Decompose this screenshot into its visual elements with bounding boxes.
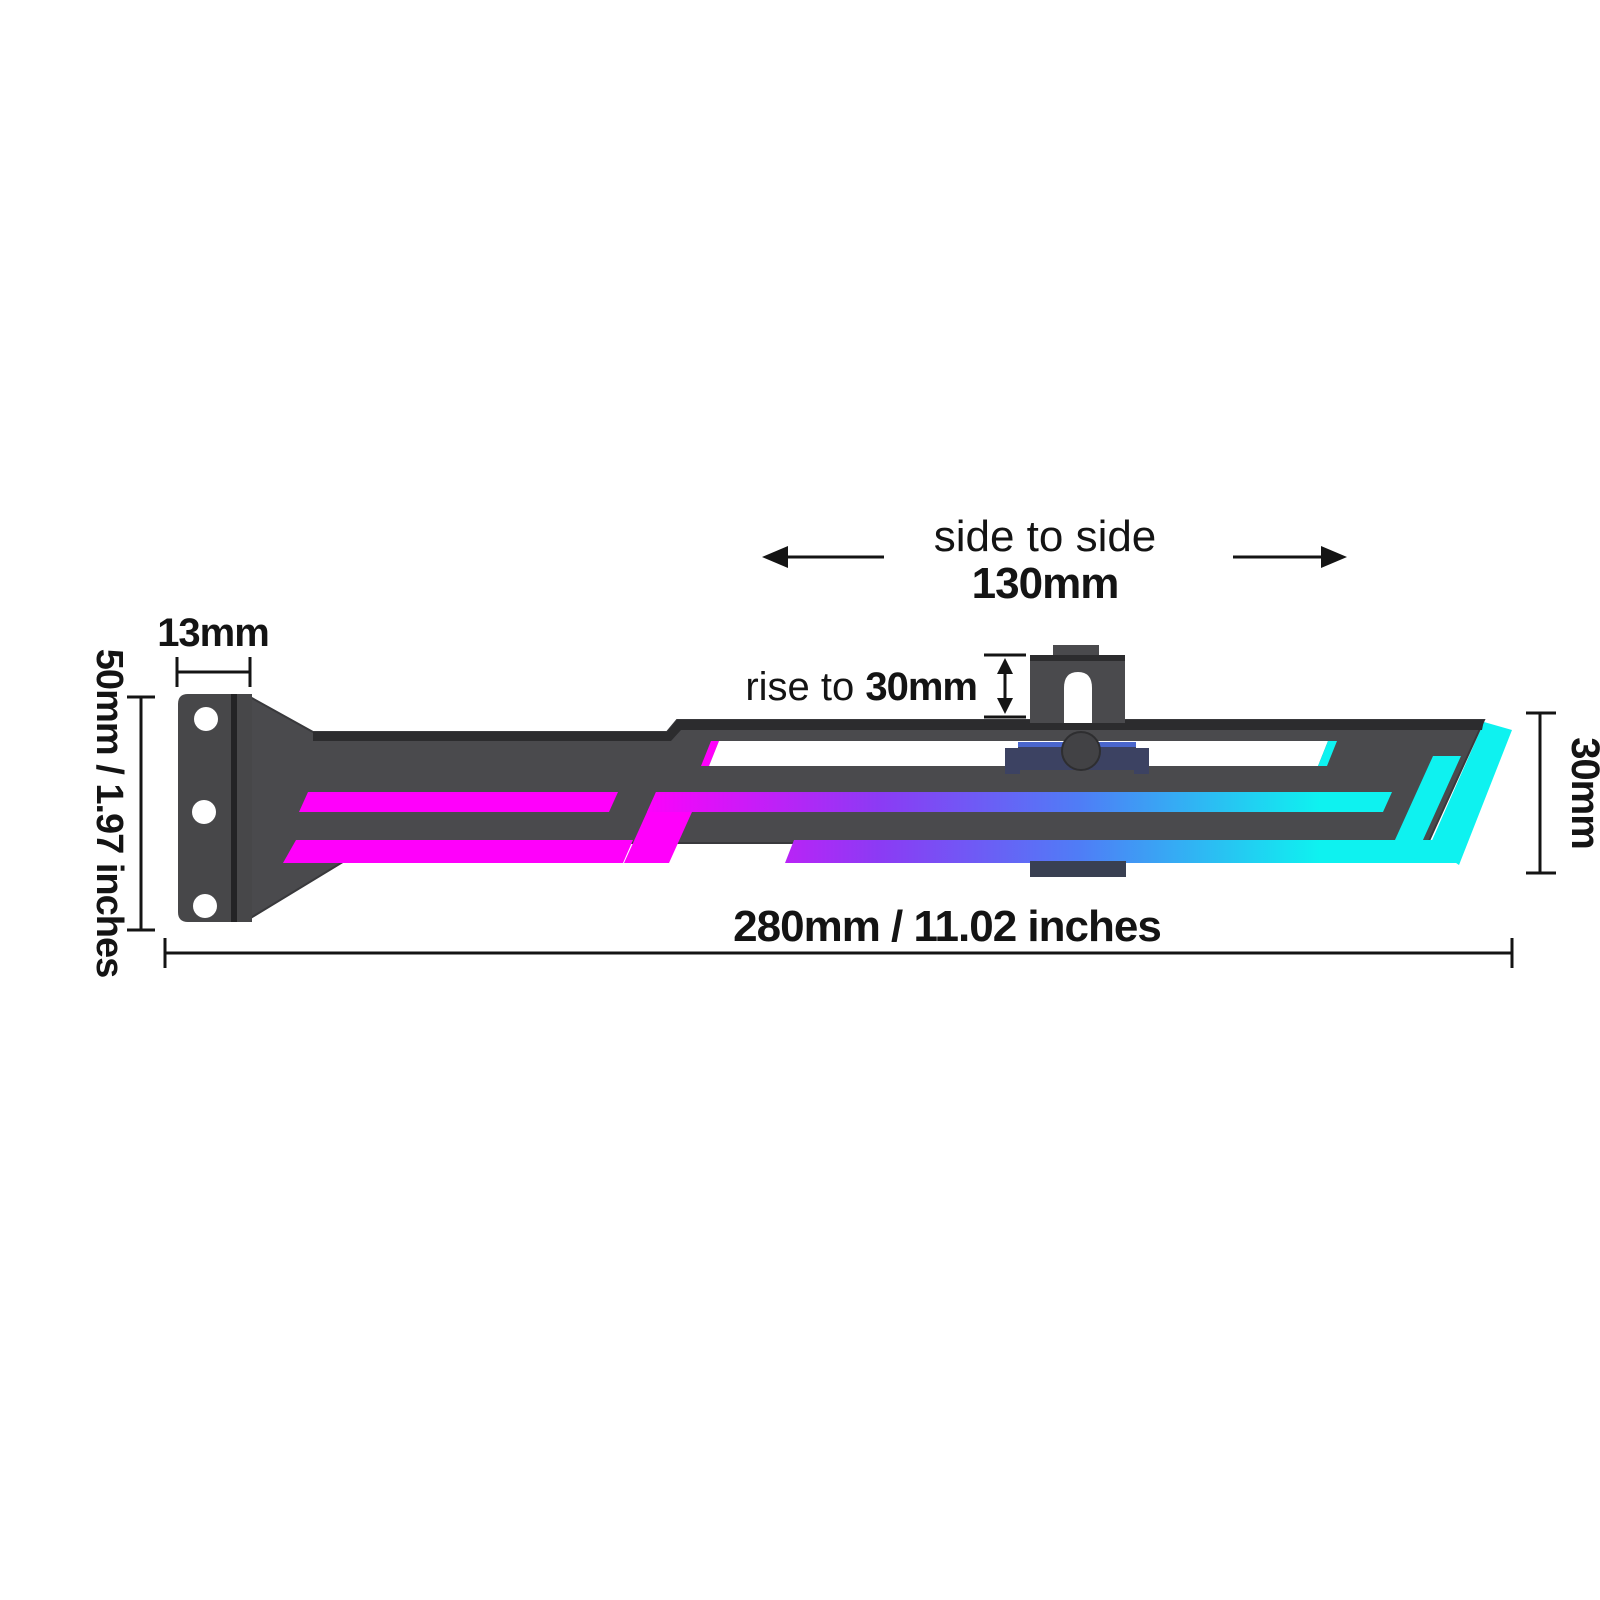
rise-label-text: rise to [745,665,865,709]
side-to-side-value: 130mm [972,559,1119,608]
arrow-left-icon [762,546,884,568]
dim-arm-height-line [1526,711,1556,875]
rgb-strip-tip-connector [1385,756,1461,862]
bottom-guide-tab [1030,861,1126,877]
dim-plate-width-label: 13mm [157,611,269,655]
dim-plate-height: 50mm / 1.97 inches [88,649,155,977]
arrow-down-icon [997,698,1013,714]
slider-keyhole-slot [1064,672,1092,723]
thumbscrew-knob [1061,731,1101,771]
side-to-side-label: side to side [934,512,1157,561]
dim-plate-width: 13mm [157,611,270,687]
plate-fold-line [231,694,237,922]
dim-total-length: 280mm / 11.02 inches [163,902,1514,968]
slider-assembly [1005,645,1149,877]
rgb-strip-lower-left [283,840,633,863]
dim-side-to-side: side to side 130mm [762,512,1347,608]
slot-cyan-edge [1318,741,1337,766]
rise-label: rise to 30mm [745,665,977,709]
slider-block-rim [1030,655,1125,661]
screw-hole-bottom [193,894,217,918]
screw-hole-middle [192,800,216,824]
dim-total-length-label: 280mm / 11.02 inches [733,902,1161,951]
rise-dimension-marks [984,653,1026,719]
dim-plate-width-line [175,657,252,687]
slot-magenta-edge [701,741,719,766]
screw-hole-top [194,707,218,731]
rise-value-text: 30mm [865,665,977,709]
clamp-tab-right [1134,748,1149,774]
arrow-up-icon [997,658,1013,674]
rgb-strip-lower-right [785,840,1460,863]
acrylic-tip-backing [1430,722,1512,865]
dim-arm-height: 30mm [1526,711,1600,875]
gpu-bracket [178,645,1512,922]
dim-total-length-line [163,938,1514,968]
dim-plate-height-label: 50mm / 1.97 inches [88,649,130,977]
dim-rise: rise to 30mm [745,653,1026,719]
arrow-right-icon [1233,546,1347,568]
clamp-tab-left [1005,748,1020,774]
rgb-strip-upper-left [299,792,618,812]
arm-top-bevel [313,720,1484,741]
dim-arm-height-label: 30mm [1563,737,1600,849]
dim-plate-height-line [127,695,155,932]
rgb-strip-upper-right [647,792,1392,812]
